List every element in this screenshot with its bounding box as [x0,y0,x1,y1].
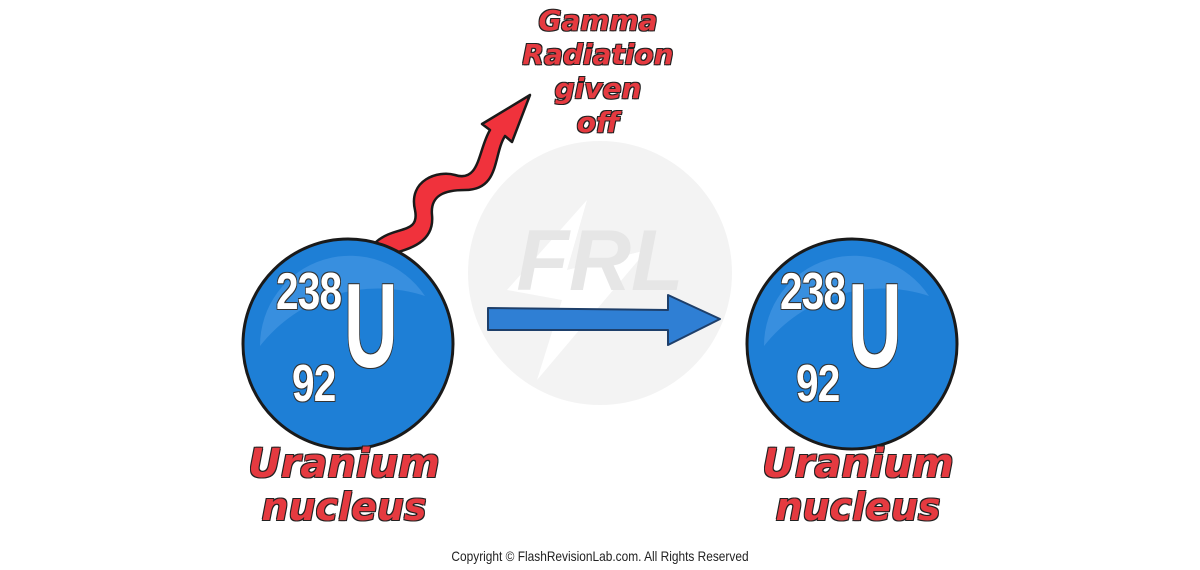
gamma-line-2: Radiation [522,38,674,71]
gamma-line-1: Gamma [538,4,658,37]
left-uranium-nucleus: 238 U 92 [240,236,456,452]
label-line-1: Uranium [248,441,440,487]
element-symbol: U [848,259,902,393]
frl-watermark-logo: FRL [468,141,732,405]
gamma-radiation-label: Gamma Radiation given off [498,4,698,140]
watermark-text: FRL [516,213,683,309]
atomic-number: 92 [292,355,336,413]
element-symbol: U [344,259,398,393]
gamma-line-4: off [576,106,620,139]
label-line-2: nucleus [775,485,941,529]
gamma-line-3: given [554,72,642,105]
atomic-number: 92 [796,355,840,413]
nucleus-circle [745,237,959,451]
mass-number: 238 [780,263,846,321]
right-arrow-icon [487,294,721,346]
mass-number: 238 [276,263,342,321]
right-uranium-nucleus: 238 U 92 [744,236,960,452]
right-nucleus-label: Uranium nucleus [742,444,974,526]
label-line-1: Uranium [762,441,954,487]
label-line-2: nucleus [261,485,427,529]
copyright-footer: Copyright © FlashRevisionLab.com. All Ri… [451,548,749,564]
nucleus-circle [241,237,455,451]
left-nucleus-label: Uranium nucleus [228,444,460,526]
wavy-arrow-icon [374,93,532,258]
